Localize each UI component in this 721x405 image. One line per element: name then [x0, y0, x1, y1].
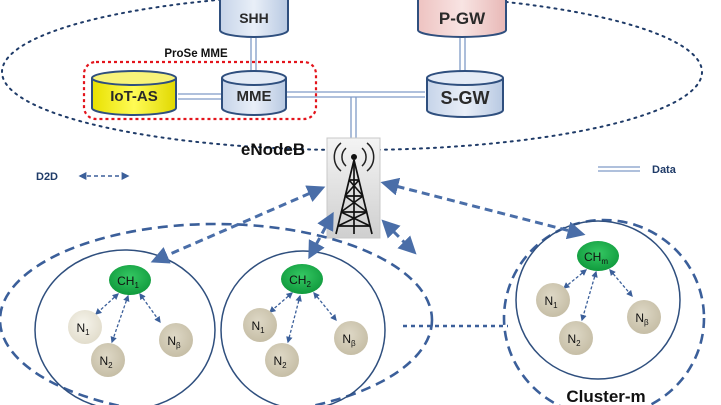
link-tower-ch2: [308, 211, 334, 260]
link-ch1-nb: [139, 292, 161, 324]
cluster-head-1: [109, 265, 151, 295]
link-ch1-n2: [110, 294, 130, 344]
cell-tower-icon: [326, 137, 381, 239]
cluster-1: CH1 N1 N2 Nβ: [68, 265, 193, 377]
legend-data-line: [598, 166, 640, 172]
mme-database: MME: [221, 70, 287, 116]
cluster-head-m: [577, 241, 619, 271]
iotas-database: IoT-AS: [91, 70, 177, 116]
link-ch2-n1: [269, 292, 293, 313]
cluster-m: CHm N1 N2 Nβ Cluster-m: [536, 241, 661, 405]
node-m-nbeta-label: Nβ: [635, 311, 649, 327]
link-tower-extra: [381, 219, 417, 255]
link-tower-chm: [380, 177, 586, 240]
node-m-nbeta: [627, 300, 661, 334]
mme-label: MME: [237, 88, 272, 105]
cluster-2: CH2 N1 N2 Nβ: [243, 264, 368, 377]
node-2-n2: [265, 343, 299, 377]
pgw-database: P-GW: [417, 0, 507, 38]
sgw-label: S-GW: [441, 88, 490, 108]
cluster-head-m-label: CHm: [584, 250, 608, 266]
node-2-n1-label: N1: [251, 319, 265, 335]
shh-database: SHH: [219, 0, 289, 38]
legend-data-label: Data: [652, 164, 677, 176]
shh-label: SHH: [239, 10, 269, 26]
node-m-n1: [536, 283, 570, 317]
node-m-n1-label: N1: [544, 294, 558, 310]
cluster-region-left: [0, 222, 434, 405]
node-m-n2-label: N2: [567, 332, 581, 348]
prose-mme-label: ProSe MME: [164, 48, 228, 60]
pgw-label: P-GW: [439, 9, 486, 28]
cluster-head-2-label: CH2: [289, 273, 311, 289]
node-2-n2-label: N2: [273, 354, 287, 370]
sgw-database: S-GW: [426, 70, 504, 118]
node-1-nbeta: [159, 323, 193, 357]
link-ch1-n1: [95, 293, 119, 315]
node-1-n1: [68, 310, 102, 344]
node-2-n1: [243, 308, 277, 342]
cluster-head-1-label: CH1: [117, 274, 139, 290]
iotas-label: IoT-AS: [110, 88, 158, 105]
link-chm-n1: [562, 269, 588, 289]
link-tower-ch1: [150, 185, 326, 264]
cluster-1-boundary: [34, 249, 216, 405]
cluster-m-label: Cluster-m: [566, 387, 645, 405]
node-2-nbeta-label: Nβ: [342, 332, 356, 348]
node-2-nbeta: [334, 321, 368, 355]
cluster-head-2: [281, 264, 323, 294]
node-1-n2-label: N2: [99, 354, 113, 370]
link-ch2-n2: [286, 294, 302, 344]
cluster-region-right: [502, 218, 706, 405]
prose-mme-boundary: [82, 60, 318, 121]
enodeb-label: eNodeB: [241, 140, 305, 159]
legend-d2d-label: D2D: [36, 171, 58, 183]
link-chm-n2: [580, 270, 598, 322]
cluster-m-boundary: [515, 220, 681, 380]
node-1-n2: [91, 343, 125, 377]
node-1-nbeta-label: Nβ: [167, 334, 181, 350]
node-m-n2: [559, 321, 593, 355]
link-ch2-nb: [313, 291, 337, 322]
node-1-n1-label: N1: [76, 321, 90, 337]
link-chm-nb: [609, 269, 633, 297]
